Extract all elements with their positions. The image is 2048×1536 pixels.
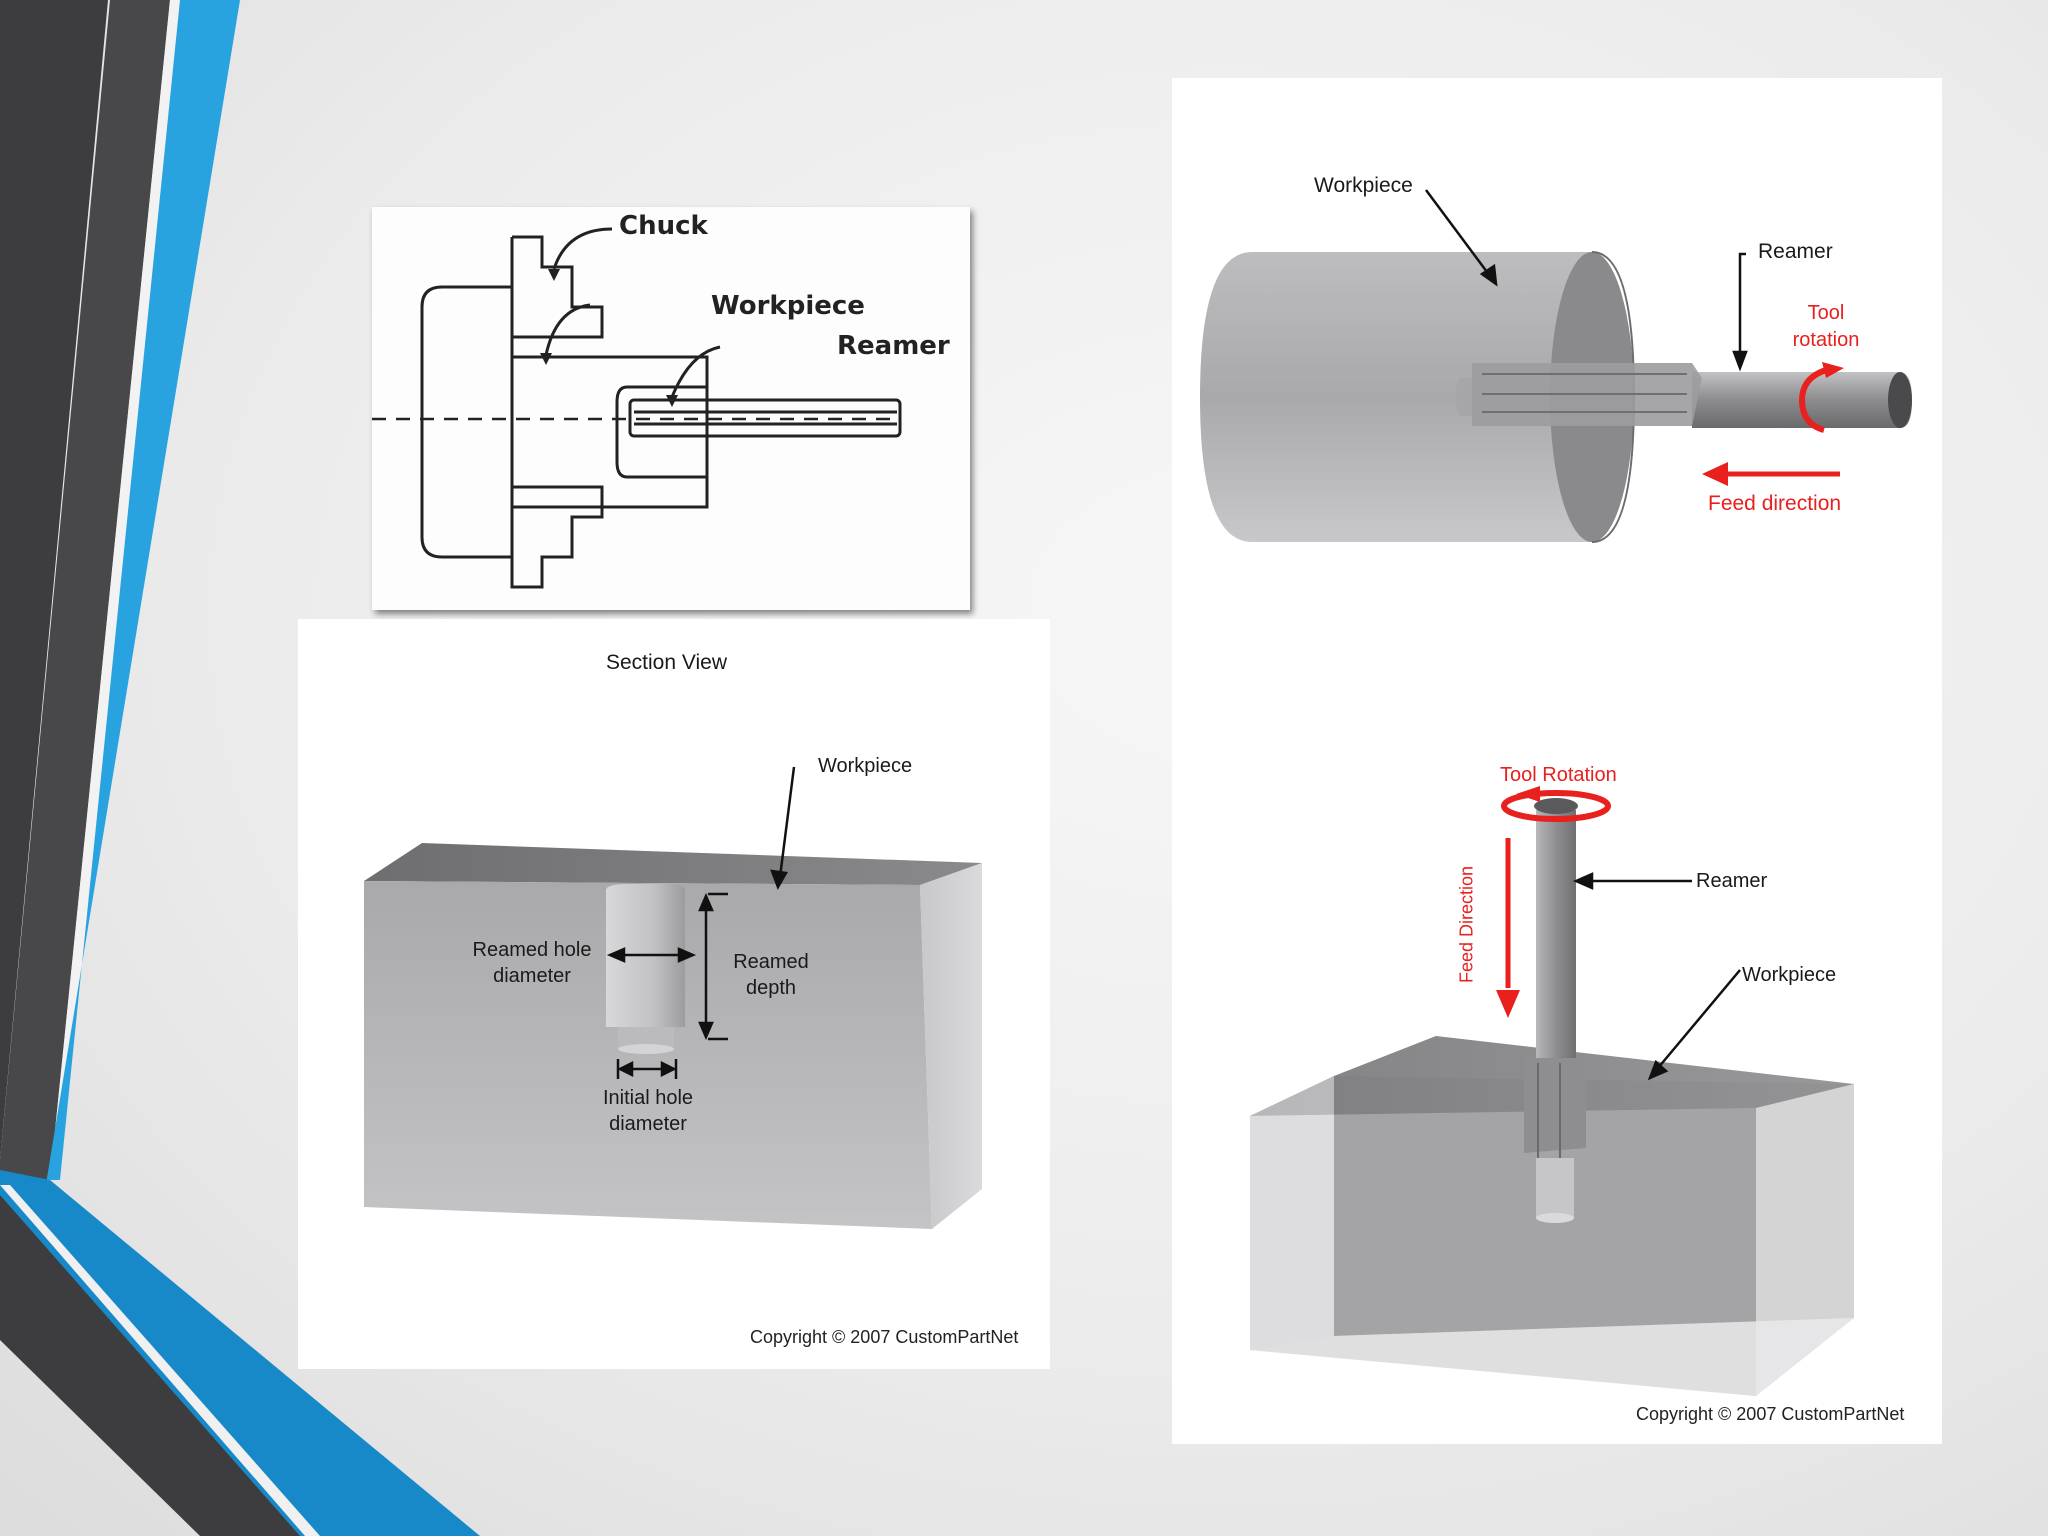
reaming-operation-drawing: [1200, 189, 1912, 1396]
initial-hole: [618, 1027, 674, 1049]
tool-rotation-label-vertical: Tool Rotation: [1500, 764, 1617, 786]
reamed-hole-diameter-label: Reamed hole diameter: [472, 939, 592, 987]
feed-direction-arrow-vertical: [1496, 990, 1520, 1018]
lathe-reaming-diagram: Chuck Workpiece Reamer: [372, 207, 970, 610]
lathe-drawing: [372, 227, 902, 589]
initial-hole-diameter-label: Initial hole diameter: [602, 1087, 694, 1135]
white-stripe: [50, 0, 180, 1180]
reamer-label-top: Reamer: [1758, 240, 1833, 263]
workpiece-label-top: Workpiece: [1314, 174, 1413, 197]
reamer-flutes-vertical: [1524, 1058, 1586, 1153]
blue-stripe: [0, 0, 240, 1190]
feed-direction-label-vertical: Feed Direction: [1456, 865, 1477, 984]
reamer-label-vertical: Reamer: [1696, 870, 1768, 892]
reamer-shank-vertical: [1536, 810, 1576, 1060]
section-view-diagram: Section View Workpiece Reamed hole diame…: [298, 619, 1050, 1369]
tool-rotation-ring: [1501, 790, 1611, 822]
section-view-title: Section View: [606, 651, 728, 674]
dark-stripe: [0, 0, 170, 1180]
workpiece-block-inner: [1334, 1076, 1854, 1336]
copyright-text-right: Copyright © 2007 CustomPartNet: [1636, 1404, 1905, 1424]
workpiece-cylinder: [1200, 252, 1592, 542]
white-corner-line: [0, 1185, 320, 1536]
workpiece-label-vertical: Workpiece: [1742, 964, 1837, 986]
tool-rotation-label: Tool rotation: [1792, 302, 1860, 351]
dark-stripe-left: [0, 0, 108, 1160]
feed-direction-label: Feed direction: [1708, 492, 1842, 515]
workpiece-label: Workpiece: [711, 291, 865, 321]
blue-corner: [0, 1170, 480, 1536]
reamer-label: Reamer: [837, 331, 950, 361]
feed-direction-arrow: [1702, 462, 1728, 486]
dark-corner: [0, 1195, 300, 1536]
tool-rotation-arrow: [1798, 367, 1828, 433]
reaming-operation-diagram: Workpiece Reamer Tool rotation Feed dire…: [1172, 78, 1942, 1444]
block-front-face: [364, 881, 932, 1229]
copyright-text: Copyright © 2007 CustomPartNet: [750, 1327, 1019, 1347]
section-view-drawing: [364, 766, 982, 1229]
chuck-label: Chuck: [619, 211, 708, 241]
block-top-face: [364, 843, 982, 885]
reamed-depth-label: Reamed depth: [733, 951, 809, 999]
block-side-face: [920, 863, 982, 1229]
workpiece-label: Workpiece: [818, 755, 913, 777]
